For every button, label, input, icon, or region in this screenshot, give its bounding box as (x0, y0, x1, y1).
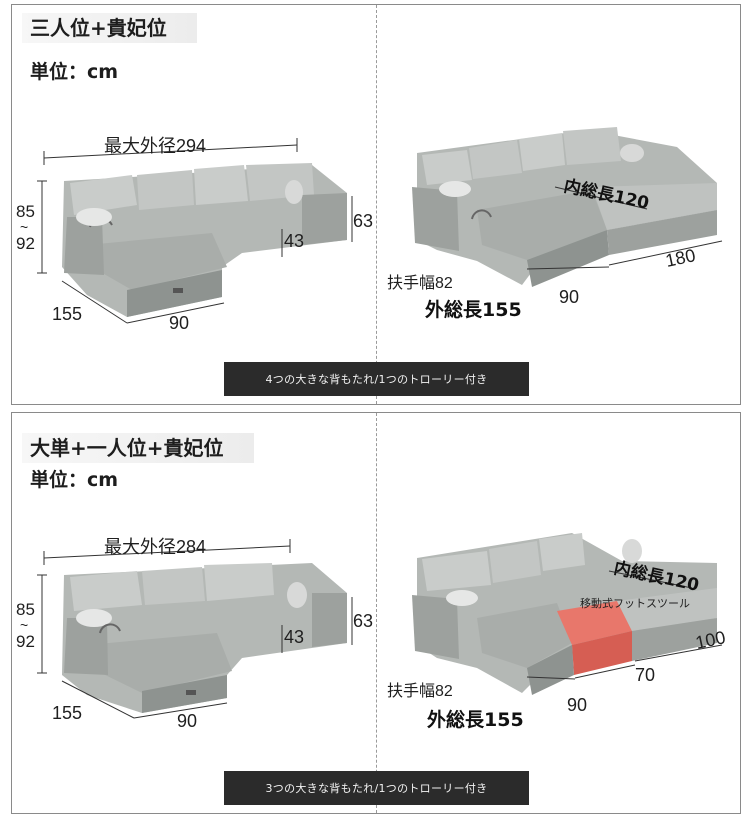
side-height-label: 63 (353, 611, 373, 631)
panel-divider (376, 5, 377, 404)
chaise-width-label: 90 (177, 711, 197, 731)
sofa-panel-three-seat: 三人位+貴妃位 単位：cm 最大外径294 85 ~ (11, 4, 741, 405)
unit-label: 単位：cm (30, 61, 119, 83)
footstool-highlight (557, 601, 632, 645)
height-tilde: ~ (20, 617, 28, 633)
feature-caption: 3つの大きな背もたれ/1つのトローリー付き (224, 771, 529, 805)
outer-length-label: 外総長155 (427, 708, 524, 731)
panel-title: 三人位+貴妃位 (30, 16, 167, 40)
armrest-label: 扶手幅82 (387, 682, 453, 700)
sofa-left-view: 最大外径294 85 ~ 92 63 43 (16, 136, 373, 333)
sofa-illustration (62, 163, 347, 317)
unit-label: 単位：cm (30, 469, 119, 491)
max-width-label: 最大外径294 (104, 136, 206, 156)
sofa-right-view: 内総長120 180 90 扶手幅82 外総長155 (387, 127, 723, 321)
length-180-label: 180 (664, 245, 698, 271)
sofa-illustration-open (412, 127, 717, 287)
chaise-width-label: 90 (567, 695, 587, 715)
height2-label: 92 (16, 234, 35, 253)
armrest-label: 扶手幅82 (387, 274, 453, 292)
feature-caption: 4つの大きな背もたれ/1つのトローリー付き (224, 362, 529, 396)
max-width-label: 最大外径284 (104, 537, 206, 557)
sofa-left-view: 最大外径284 85 ~ 92 63 43 155 90 (16, 537, 373, 731)
sofa-illustration-open (412, 533, 717, 695)
height-label: 85 (16, 600, 35, 619)
height-tilde: ~ (20, 219, 28, 235)
footstool-label: 移動式フットスツール (580, 596, 690, 610)
sofa-panel-big-single: 大単+一人位+貴妃位 単位：cm 最大外径284 85 ~ 92 63 (11, 412, 741, 814)
height-label: 85 (16, 202, 35, 221)
sofa-illustration (62, 563, 347, 713)
depth-label: 155 (52, 304, 82, 324)
side-height-label: 63 (353, 211, 373, 231)
sofa-right-view: 内総長120 移動式フットスツール 100 70 90 扶手幅82 外総長155 (387, 533, 727, 731)
outer-length-label: 外総長155 (425, 298, 522, 321)
chaise-width-label: 90 (169, 313, 189, 333)
seat-height-label: 43 (284, 627, 304, 647)
title-box: 三人位+貴妃位 (22, 13, 197, 43)
seat-height-label: 43 (284, 231, 304, 251)
title-box: 大単+一人位+貴妃位 (22, 433, 254, 463)
panel-divider (376, 413, 377, 813)
height2-label: 92 (16, 632, 35, 651)
panel-title: 大単+一人位+貴妃位 (30, 436, 224, 460)
depth-label: 155 (52, 703, 82, 723)
chaise-width-label: 90 (559, 287, 579, 307)
stool-width-label: 70 (635, 665, 655, 685)
